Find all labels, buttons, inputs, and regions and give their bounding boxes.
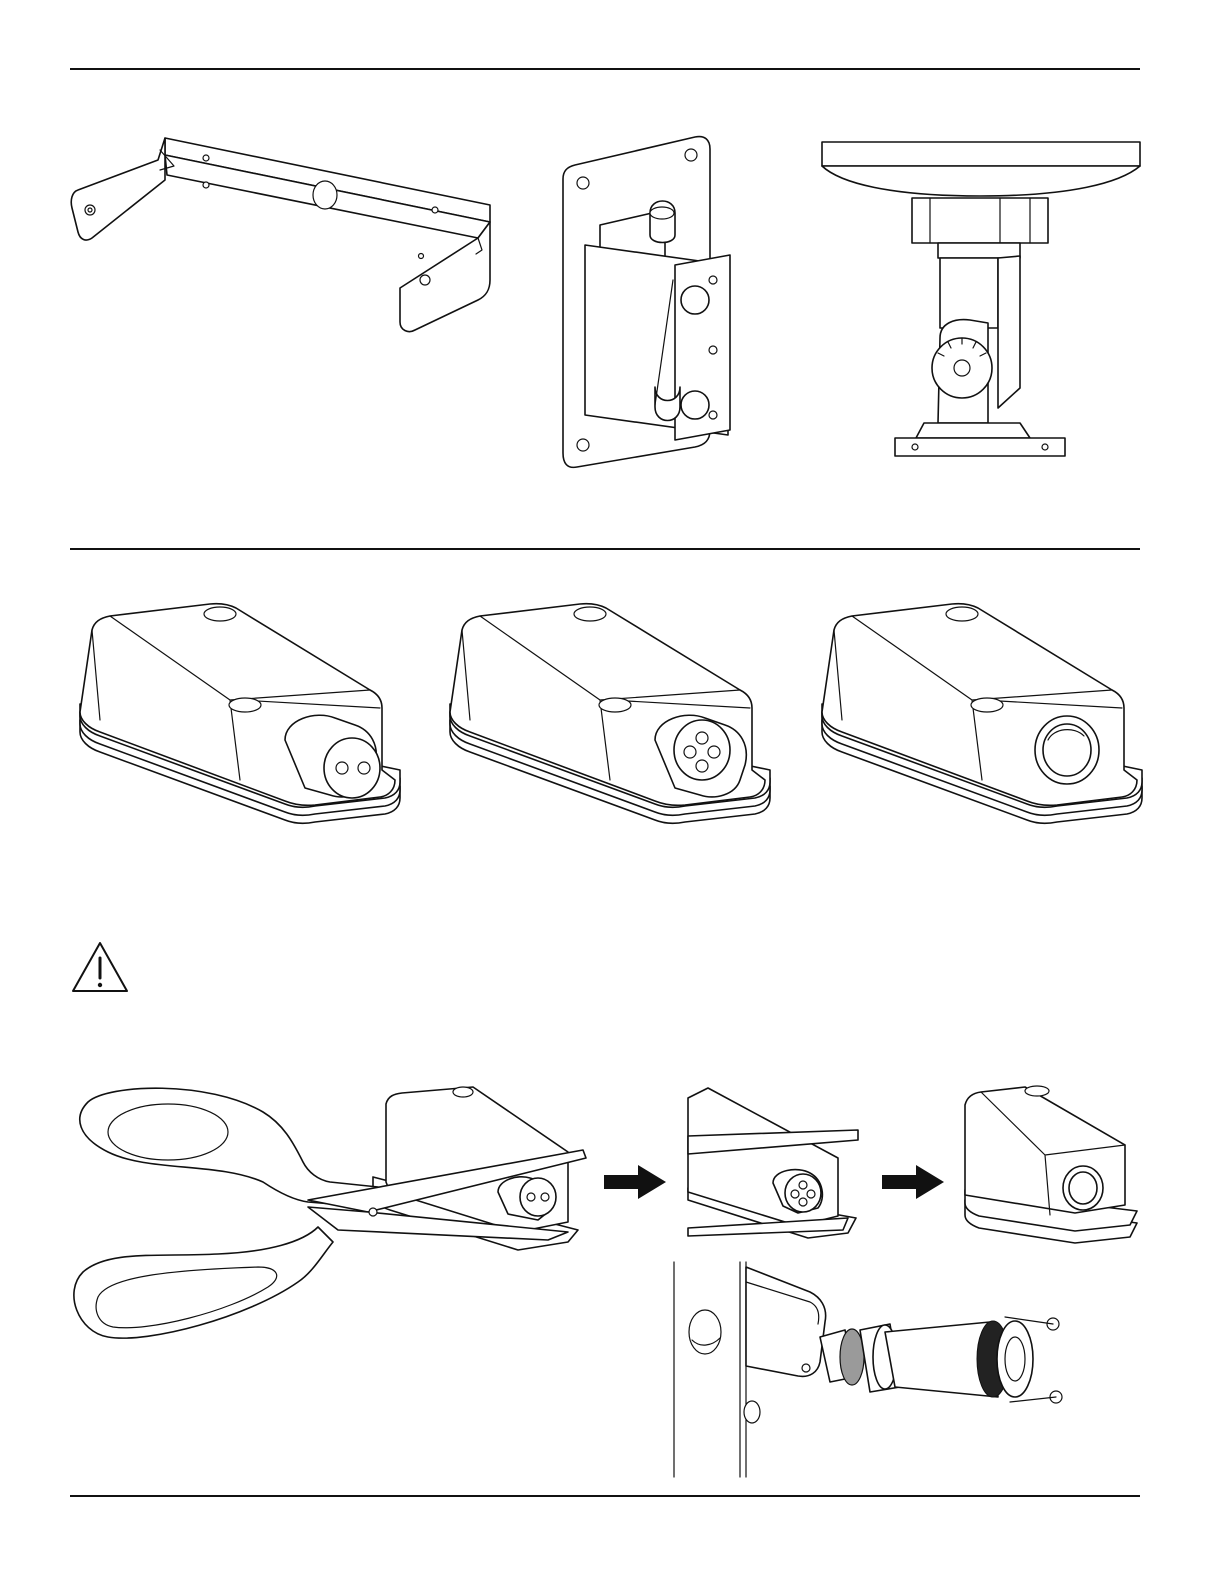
step-arrow-1 <box>604 1165 666 1199</box>
scissors-icon <box>68 1082 588 1352</box>
junction-box-2-conductor-illustration <box>70 600 410 830</box>
bottom-rule <box>70 1495 1140 1497</box>
cut-gland-step-2-illustration <box>688 1088 858 1238</box>
junction-box-icon <box>70 600 410 830</box>
junction-box-icon <box>812 600 1152 830</box>
junction-box-open-conduit-illustration <box>812 600 1152 830</box>
caution-symbol <box>70 940 130 994</box>
cut-gland-step-1-illustration <box>68 1082 588 1352</box>
wall-swivel-mount-illustration <box>555 135 725 475</box>
conduit-installation-illustration <box>670 1262 1070 1477</box>
conduit-fitting-icon <box>670 1262 1070 1477</box>
junction-box-4-conductor-illustration <box>440 600 780 830</box>
step-arrow-2 <box>882 1165 944 1199</box>
cut-gland-step-3-illustration <box>965 1085 1140 1245</box>
wall-mount-icon <box>555 135 725 475</box>
u-bracket-icon <box>70 130 500 350</box>
arrow-right-icon <box>882 1165 944 1199</box>
middle-rule <box>70 548 1140 550</box>
u-bracket-illustration <box>70 130 500 350</box>
junction-box-icon <box>440 600 780 830</box>
top-rule <box>70 68 1140 70</box>
junction-box-icon <box>688 1088 858 1238</box>
warning-triangle-icon <box>70 940 130 994</box>
ceiling-tilt-mount-illustration <box>820 138 1145 468</box>
arrow-right-icon <box>604 1165 666 1199</box>
junction-box-icon <box>965 1085 1140 1245</box>
ceiling-mount-icon <box>820 138 1145 468</box>
